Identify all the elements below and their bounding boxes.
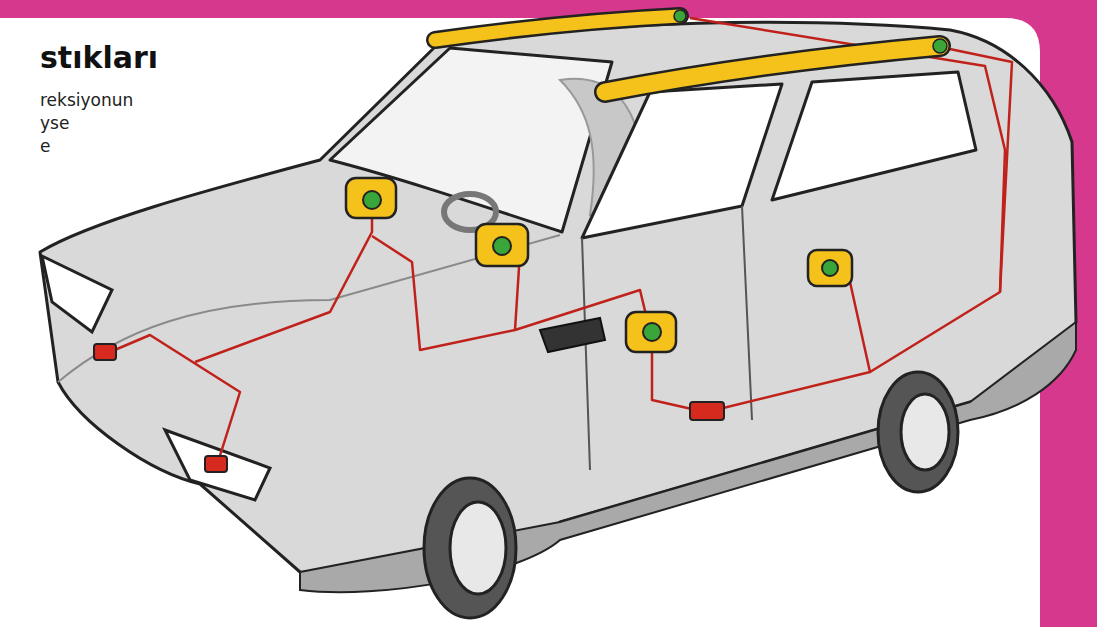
rear-side-window bbox=[772, 72, 976, 200]
door-seam bbox=[582, 206, 752, 470]
front-side-window bbox=[582, 84, 782, 238]
airbag-connector bbox=[643, 323, 661, 341]
body-text: reksiyonun bbox=[40, 90, 133, 110]
car-body bbox=[40, 22, 1076, 578]
airbag-connector bbox=[493, 237, 511, 255]
airbag-module bbox=[346, 178, 396, 218]
wheel bbox=[424, 478, 516, 618]
headlight bbox=[42, 256, 112, 332]
car-sill bbox=[300, 322, 1076, 592]
body-text: e bbox=[40, 136, 50, 156]
airbag-module bbox=[476, 224, 528, 266]
body-text: yse bbox=[40, 113, 69, 133]
curtain-airbag-outline bbox=[435, 16, 680, 40]
wheel bbox=[878, 372, 958, 492]
curtain-airbag-outline bbox=[605, 46, 940, 92]
wire bbox=[870, 48, 1012, 372]
airbag-module bbox=[808, 250, 852, 286]
wire bbox=[372, 236, 520, 350]
hubcap bbox=[450, 502, 506, 594]
wire bbox=[515, 290, 705, 412]
airbag-connector bbox=[933, 39, 947, 53]
wire bbox=[715, 270, 870, 410]
airbag-module bbox=[346, 178, 396, 218]
headlight bbox=[165, 430, 270, 500]
airbag-module bbox=[626, 312, 676, 352]
airbag-connector bbox=[674, 10, 686, 22]
hubcap bbox=[901, 394, 949, 470]
airbag-module bbox=[808, 250, 852, 286]
airbag-connector bbox=[363, 191, 381, 209]
heading: stıkları bbox=[40, 40, 158, 75]
airbag-module bbox=[626, 312, 676, 352]
wire bbox=[110, 335, 240, 462]
curtain-airbag bbox=[435, 16, 680, 40]
crash-sensor bbox=[205, 456, 227, 472]
curtain-airbag bbox=[605, 46, 940, 92]
control-unit bbox=[690, 402, 724, 420]
airbag-module bbox=[476, 224, 528, 266]
airbag-connector bbox=[822, 260, 838, 276]
wire bbox=[195, 208, 372, 362]
wiring bbox=[110, 18, 1012, 462]
crash-sensor bbox=[94, 344, 116, 360]
windshield bbox=[330, 48, 612, 232]
side-mirror bbox=[540, 318, 605, 352]
